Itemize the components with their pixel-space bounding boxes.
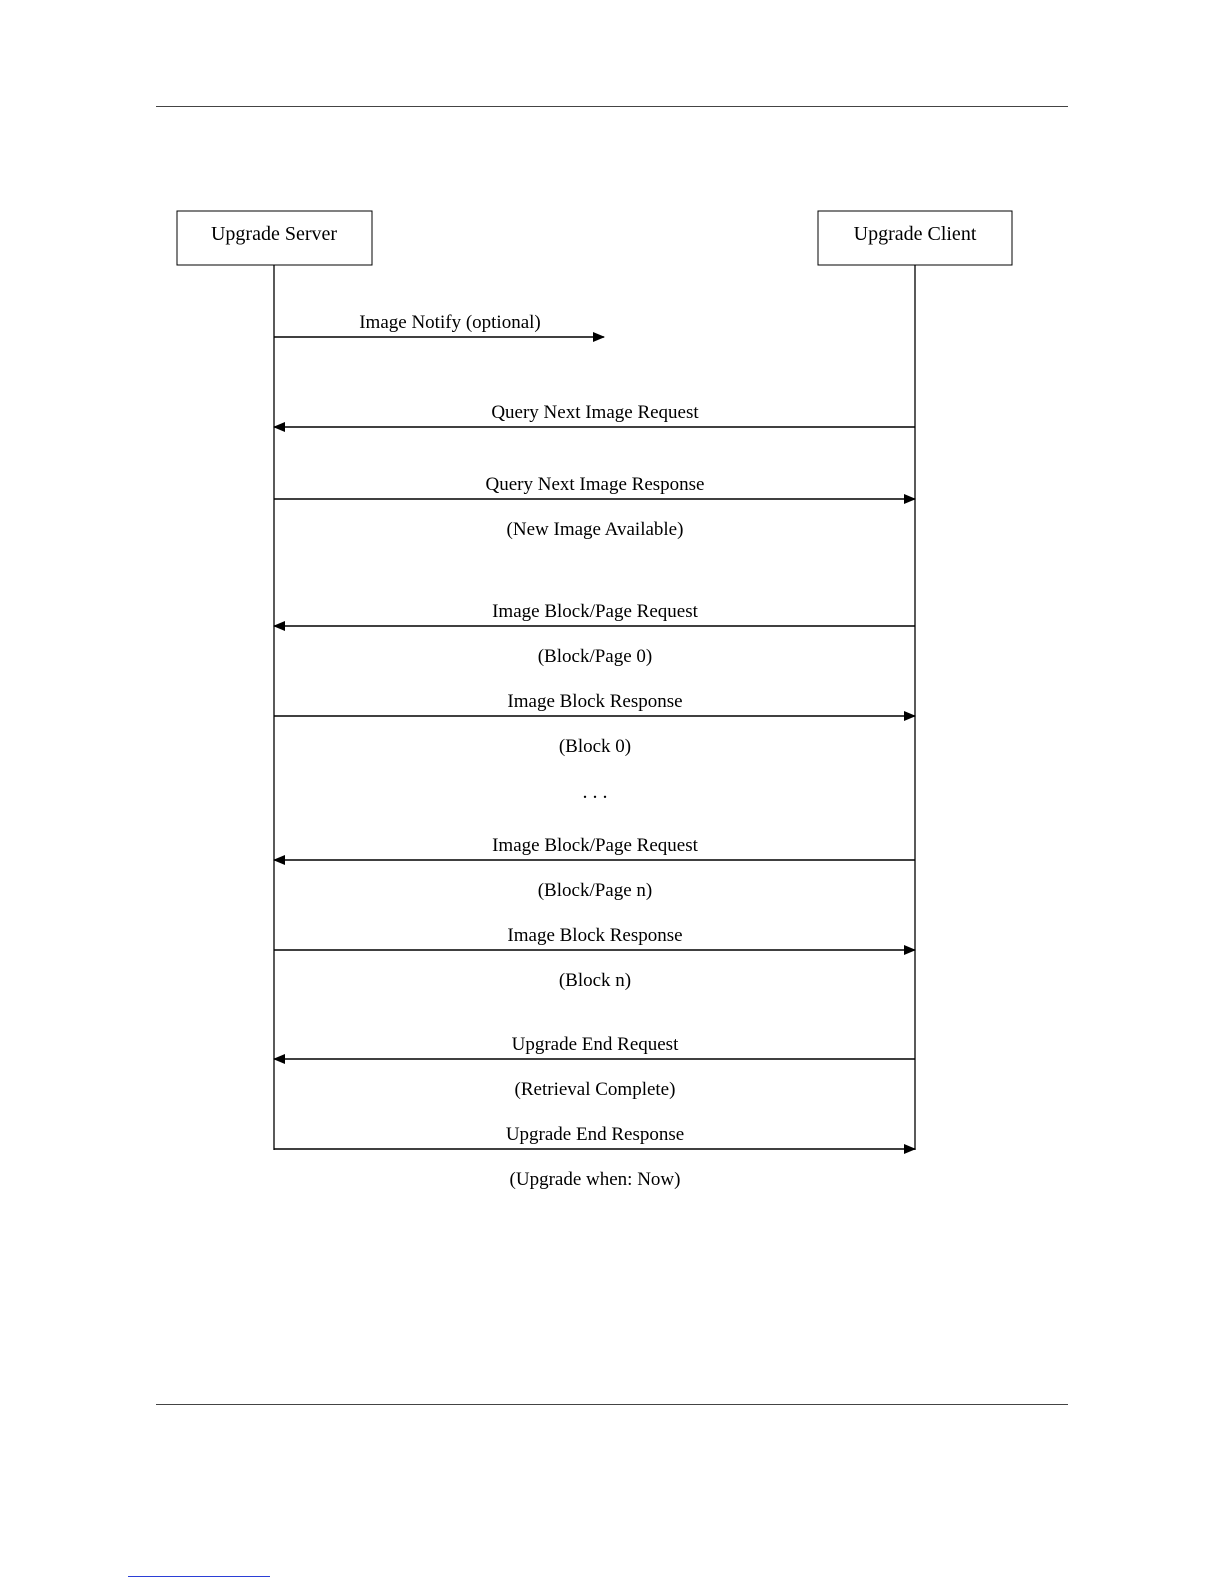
message-label: Image Block Response xyxy=(507,691,682,712)
message-note: (New Image Available) xyxy=(507,519,684,540)
message-label: Query Next Image Request xyxy=(491,402,699,423)
message-note: (Block/Page n) xyxy=(538,880,653,901)
header-rule xyxy=(156,106,1068,107)
message-note: (Upgrade when: Now) xyxy=(510,1169,681,1190)
participant-server: Upgrade Server xyxy=(176,210,373,266)
message-label: Upgrade End Response xyxy=(506,1124,684,1145)
message-label: Query Next Image Response xyxy=(486,474,705,495)
message-note: (Block 0) xyxy=(559,736,631,757)
participant-client: Upgrade Client xyxy=(817,210,1013,266)
participant-client-label: Upgrade Client xyxy=(854,223,977,245)
ellipsis-text: . . . xyxy=(583,781,608,803)
footer-rule xyxy=(156,1404,1068,1405)
message-label: Image Block Response xyxy=(507,925,682,946)
participant-server-label: Upgrade Server xyxy=(211,223,337,245)
message-label: Image Block/Page Request xyxy=(492,601,699,622)
message-note: (Block/Page 0) xyxy=(538,646,653,667)
messages-group: Image Notify (optional) Query Next Image … xyxy=(273,312,916,1190)
message-note: (Retrieval Complete) xyxy=(515,1079,676,1100)
message-label: Image Block/Page Request xyxy=(492,835,699,856)
footer-link-underline xyxy=(128,1576,270,1577)
message-label: Upgrade End Request xyxy=(512,1034,679,1055)
message-note: (Block n) xyxy=(559,970,631,991)
message-label: Image Notify (optional) xyxy=(359,312,541,333)
